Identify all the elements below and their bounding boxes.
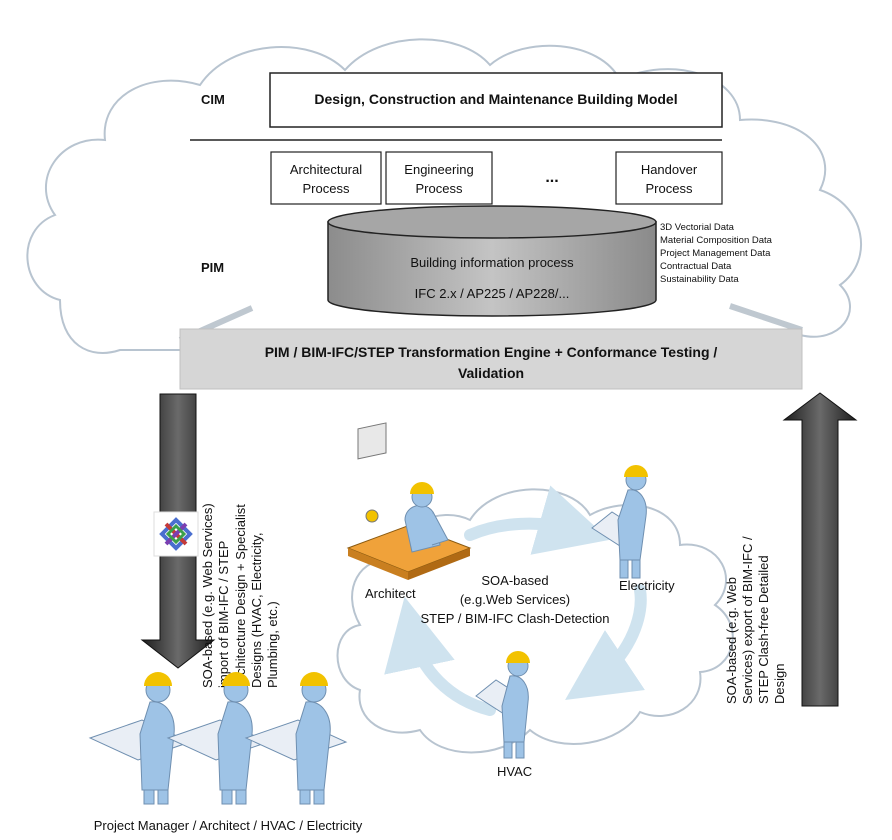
import-line: import of BIM-IFC / STEP [216,541,231,688]
clash-cycle-arrows [384,485,647,716]
cylinder-formats: IFC 2.x / AP225 / AP228/... [415,286,570,301]
hvac-label: HVAC [497,764,532,779]
architect-label: Architect [365,586,416,601]
data-type-item: Contractual Data [660,261,732,272]
team-label: Project Manager / Architect / HVAC / Ele… [94,818,363,833]
process-architectural-line2: Process [303,181,350,196]
hvac-worker-figure [475,651,530,759]
import-line: SOA-based (e.g. Web Services) [200,503,215,688]
ifc-logo-icon [153,511,199,557]
process-box-architectural [270,151,382,205]
team-worker [88,672,192,805]
building-info-cylinder [327,205,657,317]
transformation-engine-bar [179,328,803,390]
export-arrow-text: SOA-based (e.g. Web Services) export of … [724,536,787,704]
clash-line2: (e.g.Web Services) [460,592,570,607]
team-worker [244,672,348,805]
electricity-label: Electricity [619,578,675,593]
team-workers-figure [88,672,348,805]
process-engineering-line2: Process [416,181,463,196]
architect-figure [346,422,472,580]
process-architectural-line1: Architectural [290,162,362,177]
pim-label: PIM [201,260,224,275]
process-engineering-line1: Engineering [404,162,473,177]
process-box-engineering [385,151,493,205]
export-up-arrow [782,392,858,707]
import-line: Plumbing, etc.) [265,601,280,688]
export-line: STEP Clash-free Detailed [756,555,771,704]
clash-line3: STEP / BIM-IFC Clash-Detection [420,611,609,626]
engine-line2: Validation [458,365,524,381]
model-title: Design, Construction and Maintenance Bui… [314,91,677,107]
pim-data-types: 3D Vectorial Data Material Composition D… [660,222,773,285]
export-line: Design [772,664,787,704]
import-line: Architecture Design + Specialist [233,504,248,688]
electricity-worker-figure [591,465,648,579]
data-type-item: Project Management Data [660,248,771,259]
data-type-item: 3D Vectorial Data [660,222,735,233]
process-ellipsis: ... [545,169,558,186]
process-box-handover [615,151,723,205]
data-type-item: Material Composition Data [660,235,773,246]
data-type-item: Sustainability Data [660,274,739,285]
import-line: Designs (HVAC, Electricity, [249,532,264,688]
process-handover-line1: Handover [641,162,698,177]
clash-line1: SOA-based [481,573,548,588]
model-title-box [269,72,723,128]
engine-connector-right [729,303,803,333]
export-line: SOA-based (e.g. Web [724,577,739,704]
engine-line1: PIM / BIM-IFC/STEP Transformation Engine… [265,344,718,360]
cim-label: CIM [201,92,225,107]
cylinder-title: Building information process [410,255,574,270]
export-line: Services) export of BIM-IFC / [740,536,755,704]
import-arrow-text: SOA-based (e.g. Web Services) import of … [200,503,280,688]
process-handover-line2: Process [646,181,693,196]
